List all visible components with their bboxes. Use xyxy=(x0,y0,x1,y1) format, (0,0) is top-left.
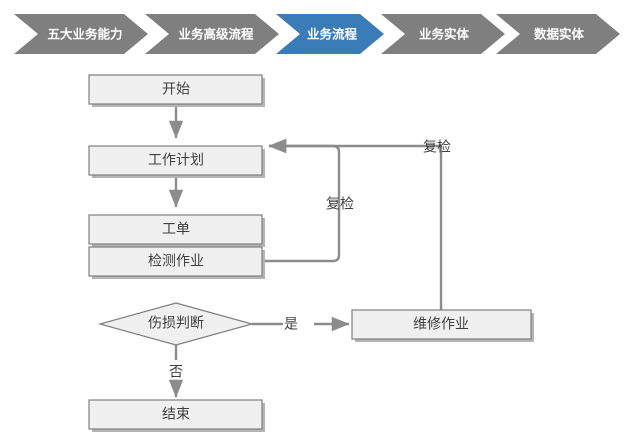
breadcrumb-item-1-label: 业务高级流程 xyxy=(178,26,254,41)
breadcrumb-item-3-label: 业务实体 xyxy=(419,26,470,41)
node-end[interactable]: 结束 xyxy=(88,399,265,432)
breadcrumb-item-1[interactable]: 业务高级流程 xyxy=(145,14,279,54)
chevron-shape xyxy=(145,14,279,54)
breadcrumb-item-2[interactable]: 业务流程 xyxy=(276,14,384,54)
node-shape xyxy=(88,399,263,430)
node-shape xyxy=(88,74,263,105)
edge-label-recheck-inner: 复检 xyxy=(326,196,354,212)
node-workorder-label: 工单 xyxy=(162,221,190,237)
breadcrumb-item-3[interactable]: 业务实体 xyxy=(381,14,505,54)
node-inspection-label: 检测作业 xyxy=(148,253,204,269)
node-decision-label: 伤损判断 xyxy=(148,315,204,331)
chevron-shape-active xyxy=(276,14,384,54)
node-workplan-label: 工作计划 xyxy=(148,152,204,168)
node-decision[interactable]: 伤损判断 xyxy=(97,302,255,346)
node-repair-label: 维修作业 xyxy=(413,316,469,332)
chevron-shape xyxy=(381,14,505,54)
edge-repair-workplan-recheck xyxy=(268,138,443,310)
chevron-shape xyxy=(496,14,620,54)
breadcrumb: 五大业务能力 业务高级流程 业务流程 业务实体 数据实体 xyxy=(0,12,634,56)
edge-label-recheck-outer: 复检 xyxy=(423,139,451,155)
edge-label-yes: 是 xyxy=(284,316,298,332)
breadcrumb-item-4[interactable]: 数据实体 xyxy=(496,14,620,54)
breadcrumb-item-4-label: 数据实体 xyxy=(533,26,585,41)
breadcrumb-item-0[interactable]: 五大业务能力 xyxy=(14,14,148,54)
node-shape xyxy=(88,214,263,245)
node-shape xyxy=(88,145,263,176)
node-end-label: 结束 xyxy=(162,406,190,422)
node-workorder[interactable]: 工单 xyxy=(88,214,265,247)
node-start[interactable]: 开始 xyxy=(88,74,265,107)
node-repair[interactable]: 维修作业 xyxy=(351,309,534,342)
node-inspection[interactable]: 检测作业 xyxy=(88,246,265,279)
flowchart-canvas: 开始 工作计划 工单 检测作业 伤损判断 维修作业 xyxy=(0,60,634,439)
breadcrumb-item-0-label: 五大业务能力 xyxy=(47,26,122,41)
chevron-shape xyxy=(14,14,148,54)
node-shape-diamond xyxy=(97,302,255,346)
node-workplan[interactable]: 工作计划 xyxy=(88,145,265,178)
edge-label-no: 否 xyxy=(169,364,183,380)
node-shape xyxy=(351,309,532,340)
node-shape xyxy=(88,246,263,277)
node-start-label: 开始 xyxy=(162,81,190,97)
breadcrumb-item-2-label: 业务流程 xyxy=(307,26,358,41)
